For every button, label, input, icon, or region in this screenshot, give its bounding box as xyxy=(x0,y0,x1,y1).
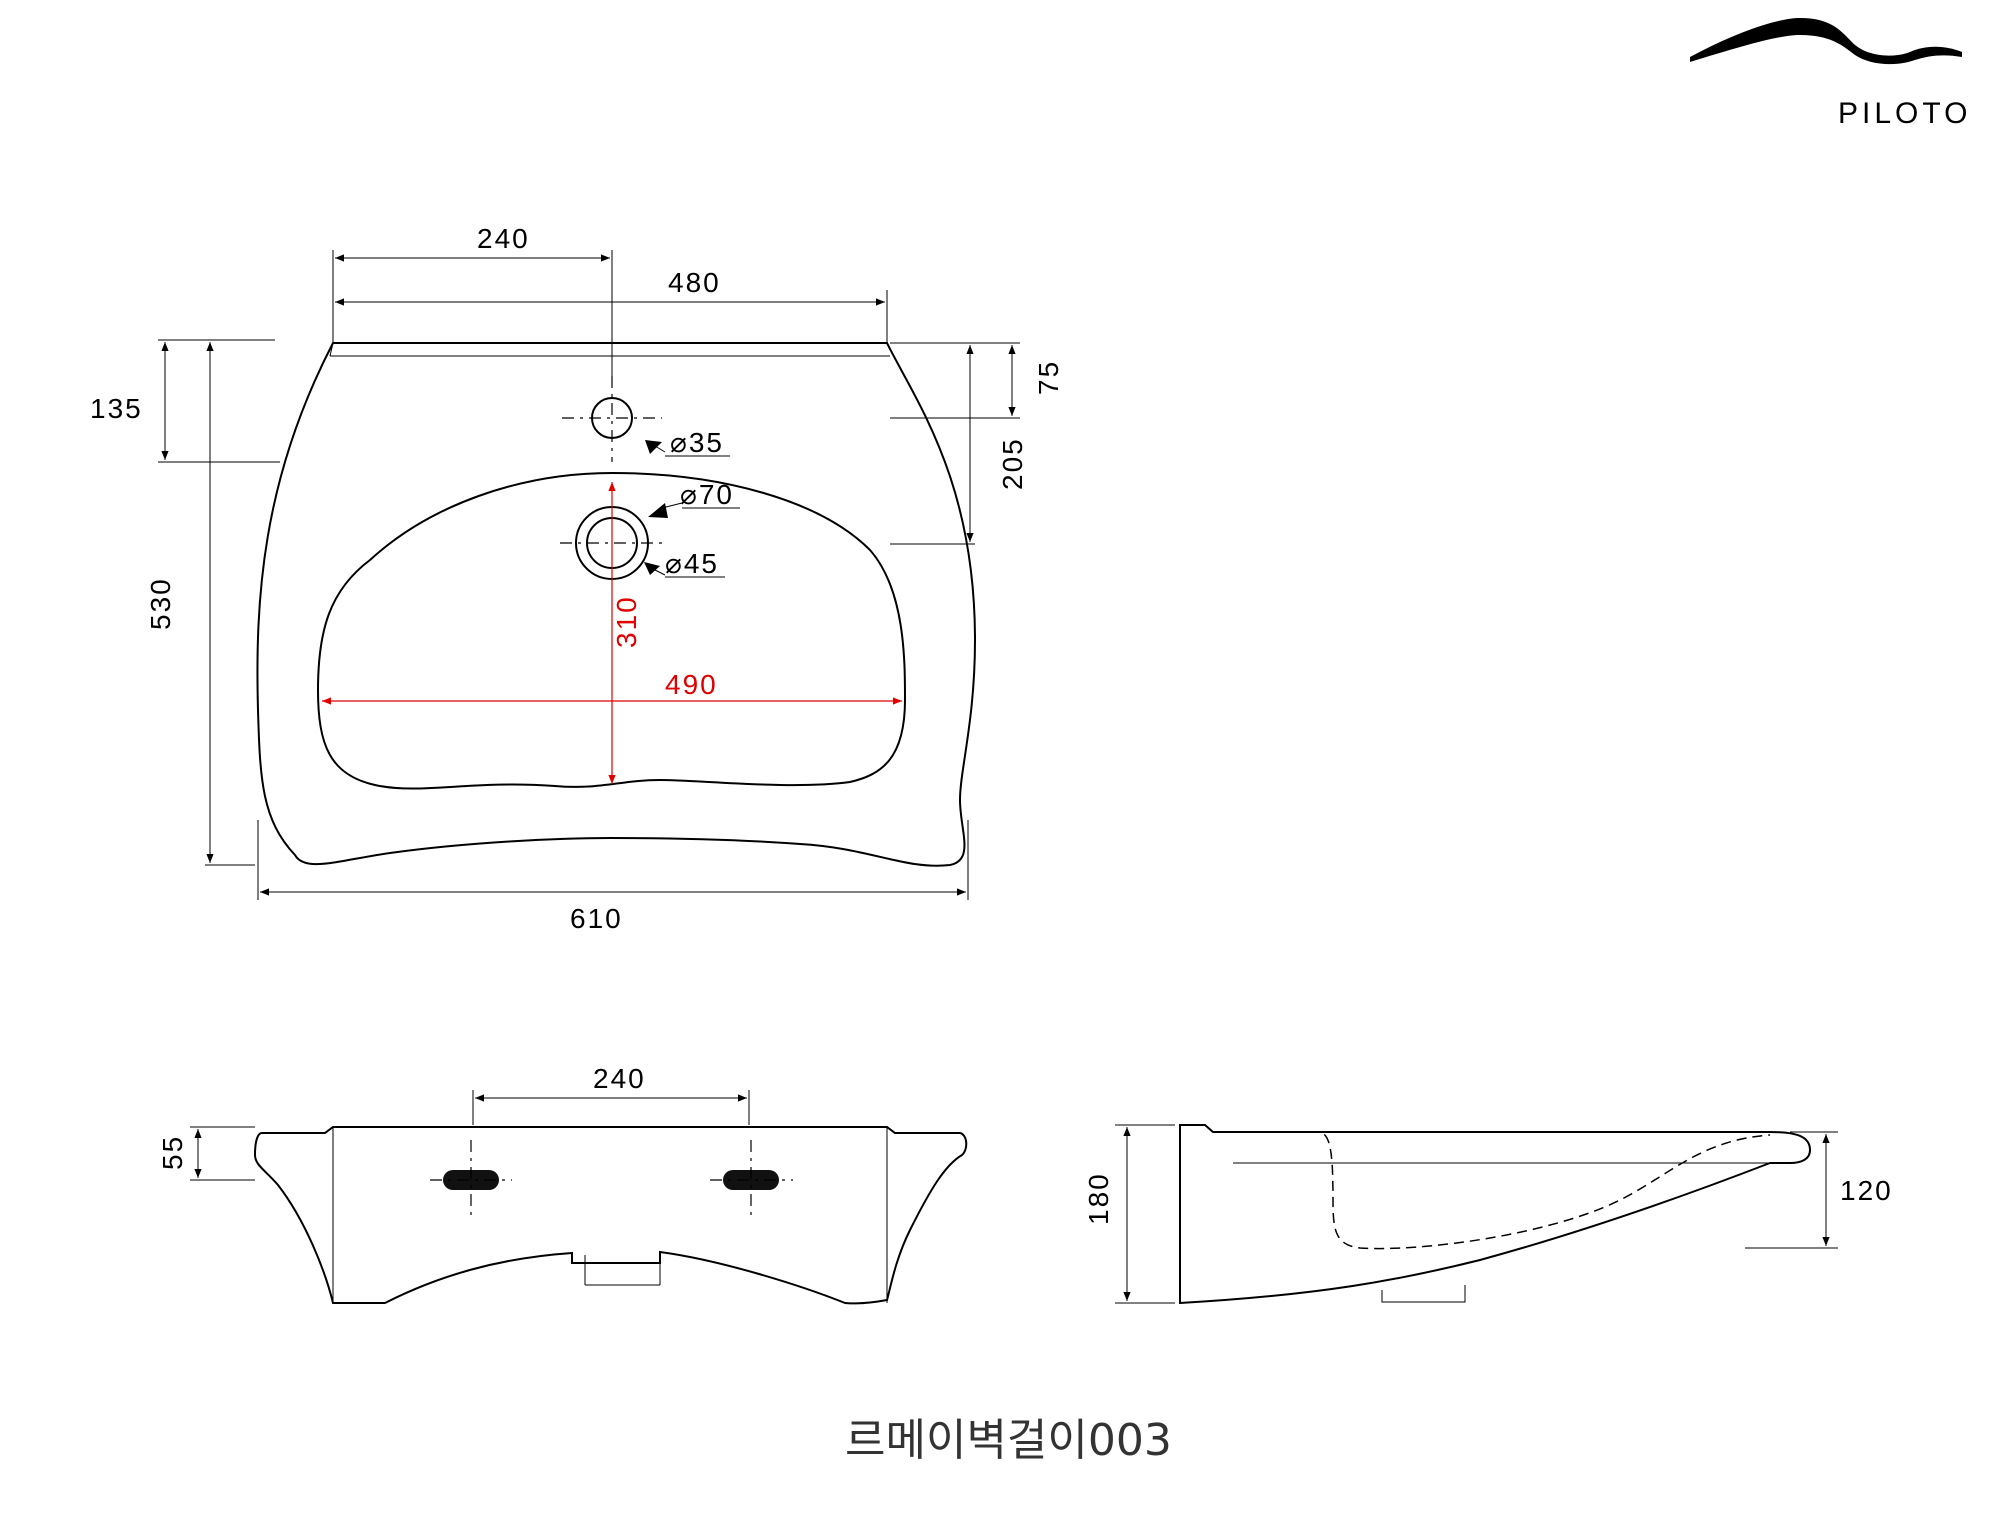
mounting-slot-left xyxy=(443,1170,499,1190)
dim-610-label: 610 xyxy=(570,903,623,934)
front-outline xyxy=(253,1126,968,1305)
side-view: 180 120 xyxy=(1083,1124,1893,1305)
front-view: 240 55 xyxy=(157,1063,968,1305)
brand-logo: PILOTO xyxy=(1690,18,1971,130)
bowl-hidden-line xyxy=(1213,1131,1771,1250)
bowl-outline xyxy=(316,471,907,790)
basin-outline xyxy=(256,342,977,867)
dim-310-label: 310 xyxy=(611,595,642,648)
hole-70-label: ⌀70 xyxy=(680,479,734,510)
dim-205-label: 205 xyxy=(997,437,1028,490)
mounting-slot-right xyxy=(723,1170,779,1190)
dim-490-label: 490 xyxy=(665,669,718,700)
model-caption: 르메이벽걸이003 xyxy=(845,1415,1172,1466)
dim-75-label: 75 xyxy=(1033,360,1064,395)
hole-45-label: ⌀45 xyxy=(665,548,719,579)
dim-530-label: 530 xyxy=(145,577,176,630)
hole-35-label: ⌀35 xyxy=(670,427,724,458)
front-dim-55-label: 55 xyxy=(157,1135,188,1170)
front-dim-240-label: 240 xyxy=(593,1063,646,1094)
side-outline xyxy=(1179,1124,1812,1305)
side-dim-120-label: 120 xyxy=(1840,1175,1893,1206)
side-dim-180-label: 180 xyxy=(1083,1172,1114,1225)
brand-name: PILOTO xyxy=(1838,97,1971,130)
dim-480-label: 480 xyxy=(668,267,721,298)
logo-wave-icon xyxy=(1690,18,1962,65)
dim-240-label: 240 xyxy=(477,223,530,254)
top-view: ⌀35 ⌀70 ⌀45 310 490 240 480 135 530 xyxy=(90,223,1064,934)
dim-135-label: 135 xyxy=(90,393,143,424)
